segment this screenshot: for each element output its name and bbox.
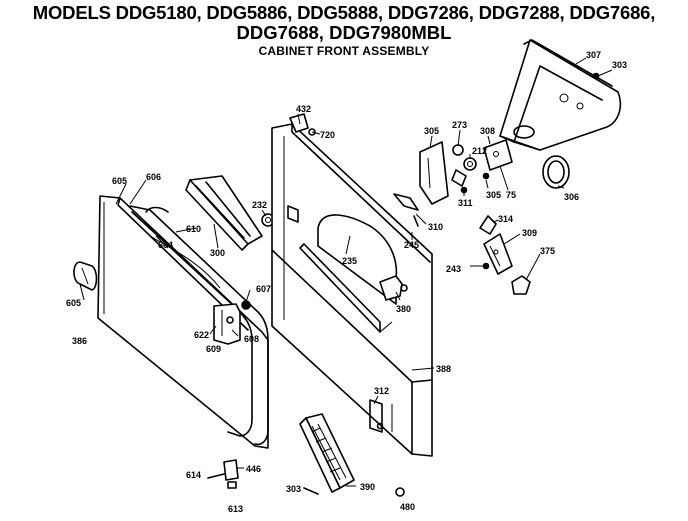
part-label-622: 622 (194, 330, 209, 340)
part-label-306: 306 (564, 192, 579, 202)
part-label-388: 388 (436, 364, 451, 374)
part-label-303-grille: 303 (286, 484, 301, 494)
part-label-605: 605 (112, 176, 127, 186)
part-label-607: 607 (256, 284, 271, 294)
door-latch (207, 459, 239, 489)
part-label-480: 480 (400, 502, 415, 512)
models-title-line-2: DDG7688, DDG7980MBL (236, 22, 452, 43)
part-label-243: 243 (446, 264, 461, 274)
toe-kick-grille (299, 413, 355, 493)
rear-bulkhead (499, 39, 622, 151)
switch-screw (460, 172, 490, 194)
part-label-375: 375 (540, 246, 555, 256)
part-label-300: 300 (210, 248, 225, 258)
bulkhead-screw (592, 72, 600, 80)
part-label-314: 314 (498, 214, 513, 224)
part-label-610: 610 (186, 224, 201, 234)
lint-filter-housing (185, 175, 263, 251)
part-label-608: 608 (244, 334, 259, 344)
part-label-310: 310 (428, 222, 443, 232)
part-label-305: 305 (424, 126, 439, 136)
bracket-clip (393, 193, 419, 227)
door-catch (479, 215, 497, 235)
part-label-604: 604 (158, 240, 173, 250)
part-label-245: 245 (404, 240, 419, 250)
cabinet-front-panel (271, 113, 433, 457)
control-bracket (419, 141, 449, 205)
part-label-613: 613 (228, 504, 243, 514)
door-strike (483, 233, 513, 275)
part-label-307: 307 (586, 50, 601, 60)
part-label-305-screw: 305 (486, 190, 501, 200)
start-switch (451, 144, 477, 187)
part-label-308: 308 (480, 126, 495, 136)
part-label-273: 273 (452, 120, 467, 130)
part-label-432: 432 (296, 104, 311, 114)
part-label-390: 390 (360, 482, 375, 492)
part-label-720: 720 (320, 130, 335, 140)
part-label-303: 303 (612, 60, 627, 70)
part-label-311: 311 (458, 198, 473, 208)
strike-screw (482, 262, 490, 270)
assembly-subtitle: CABINET FRONT ASSEMBLY (258, 44, 430, 58)
part-label-446: 446 (246, 464, 261, 474)
part-label-605-knob: 605 (66, 298, 81, 308)
grille-screw (303, 487, 405, 497)
leader-lines (79, 57, 613, 487)
part-label-614: 614 (186, 470, 201, 480)
part-label-235: 235 (342, 256, 357, 266)
part-label-75: 75 (506, 190, 516, 200)
knob-cap (511, 275, 531, 295)
part-label-380: 380 (396, 304, 411, 314)
filter-screw (261, 213, 275, 227)
switch-bracket (483, 139, 513, 171)
part-label-609: 609 (206, 344, 221, 354)
door-seal-strip (137, 206, 169, 249)
part-label-386: 386 (72, 336, 87, 346)
drum-bearing-ring (542, 155, 570, 189)
models-title-line-1: MODELS DDG5180, DDG5886, DDG5888, DDG728… (32, 2, 656, 23)
door-hinge (213, 303, 241, 345)
part-label-309: 309 (522, 228, 537, 238)
hinge-screw (241, 300, 251, 310)
part-label-232: 232 (252, 200, 267, 210)
part-label-606: 606 (146, 172, 161, 182)
part-label-212: 212 (472, 146, 487, 156)
part-label-312: 312 (374, 386, 389, 396)
